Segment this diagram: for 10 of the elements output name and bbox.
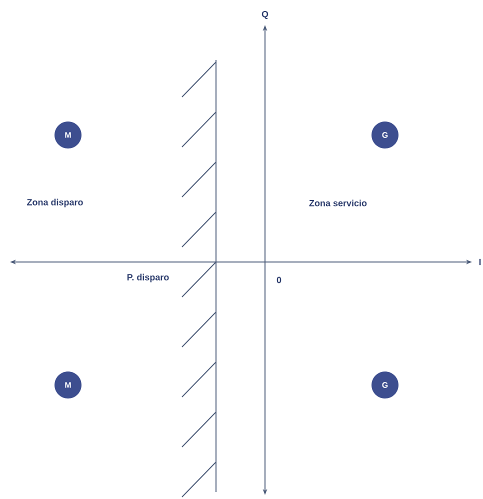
axis-label: Q bbox=[262, 10, 268, 20]
axis-label: I bbox=[479, 258, 481, 266]
axis-label: P. disparo bbox=[127, 274, 169, 282]
circle-badge: M bbox=[54, 372, 82, 398]
axis-label: 0 bbox=[276, 276, 282, 284]
axis-label: Zona servicio bbox=[309, 200, 367, 206]
circle-badge: G bbox=[372, 372, 398, 398]
axis-label: Zona disparo bbox=[27, 198, 83, 208]
circle-badge: G bbox=[372, 122, 398, 148]
circle-badge: M bbox=[54, 122, 82, 148]
